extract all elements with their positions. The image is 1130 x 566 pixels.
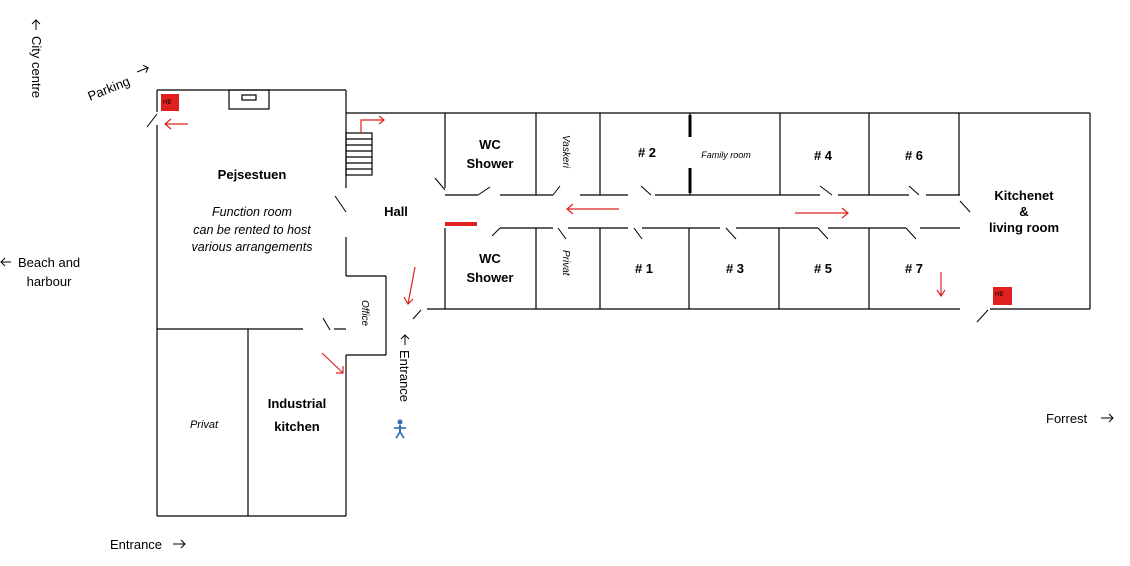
privat-mid-label: Privat: [560, 250, 571, 277]
room-1-label: # 1: [635, 261, 653, 276]
staircase: [345, 132, 373, 176]
privat-left-label: Privat: [190, 419, 219, 431]
extinguisher-label: HB: [995, 292, 1003, 298]
direction-forrest: Forrest: [1046, 411, 1114, 426]
room-2-label: # 2: [638, 145, 656, 160]
fireplace: [228, 89, 270, 110]
escape-arrows: [164, 115, 946, 374]
walls: [156, 89, 1091, 517]
fire-door-marker: [445, 222, 477, 226]
room-4-label: # 4: [814, 148, 833, 163]
direction-entrance-main: Entrance: [397, 334, 412, 402]
wc-top-label: WC: [479, 137, 501, 152]
doors: [146, 113, 989, 331]
city-centre-label: City centre: [29, 36, 44, 98]
escape-arrow-corridor-right: [795, 207, 849, 219]
fire-extinguisher-1: HB: [161, 94, 179, 111]
escape-arrow-entrance: [403, 266, 416, 305]
room-6-label: # 6: [905, 148, 923, 163]
escape-arrow-stairs: [360, 115, 385, 133]
room-5-label: # 5: [814, 261, 832, 276]
fire-extinguisher-2: HB: [993, 287, 1012, 305]
direction-beach: Beach and harbour: [0, 255, 80, 289]
vaskeri-label: Vaskeri: [560, 135, 571, 169]
function-room-desc-1: can be rented to host: [193, 223, 311, 237]
function-room-desc-2: various arrangements: [192, 240, 313, 254]
family-room-label: Family room: [701, 150, 751, 160]
direction-parking: Parking: [86, 64, 149, 104]
forrest-label: Forrest: [1046, 411, 1088, 426]
entrance-bottom-label: Entrance: [110, 537, 162, 552]
function-room-label: Function room: [212, 205, 292, 219]
room-7-label: # 7: [905, 261, 923, 276]
beach-label: Beach and: [18, 255, 80, 270]
escape-arrow-room7: [936, 272, 946, 298]
extinguisher-label: HB: [163, 100, 171, 106]
escape-arrow-kitchen: [321, 352, 344, 374]
kitchenet-ampersand: &: [1019, 204, 1028, 219]
escape-arrow-corridor-left: [566, 203, 619, 215]
shower-bottom-label: Shower: [467, 270, 514, 285]
wc-bottom-label: WC: [479, 251, 501, 266]
kitchenet-label: Kitchenet: [994, 188, 1054, 203]
pejsestuen-label: Pejsestuen: [218, 167, 287, 182]
direction-city-centre: City centre: [29, 19, 44, 98]
shower-top-label: Shower: [467, 156, 514, 171]
harbour-label: harbour: [27, 274, 72, 289]
industrial-kitchen-label-2: kitchen: [274, 419, 320, 434]
room-3-label: # 3: [726, 261, 744, 276]
entrance-main-label: Entrance: [397, 350, 412, 402]
industrial-kitchen-label: Industrial: [268, 396, 327, 411]
parking-label: Parking: [86, 73, 132, 103]
escape-arrow-topleft: [164, 118, 188, 130]
direction-entrance-bottom: Entrance: [110, 537, 186, 552]
hall-label: Hall: [384, 204, 408, 219]
person-icon: [394, 419, 406, 439]
living-room-label: living room: [989, 220, 1059, 235]
office-label: Office: [359, 300, 370, 327]
